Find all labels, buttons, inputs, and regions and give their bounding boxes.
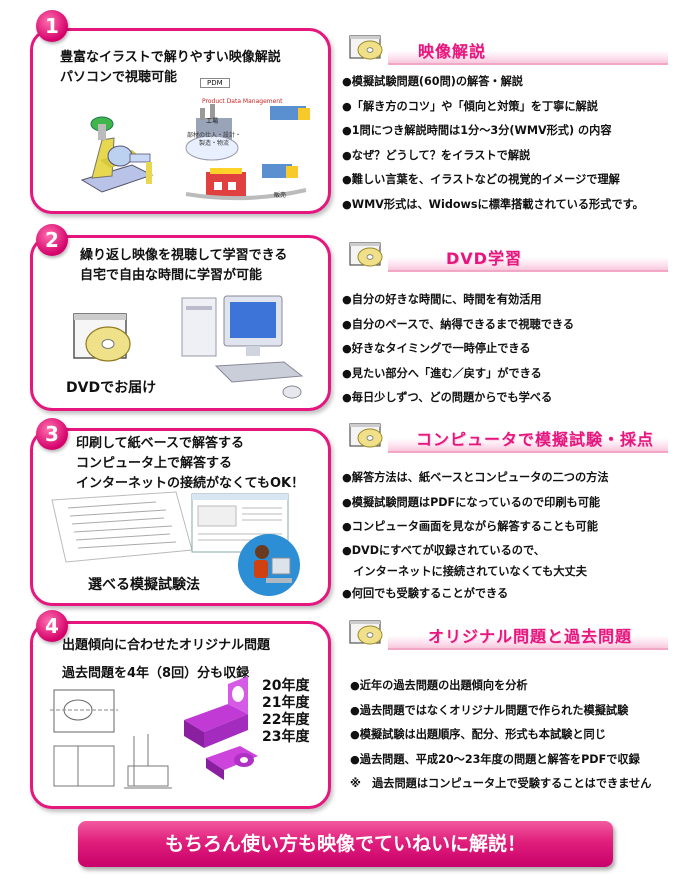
disc-icon [348, 618, 386, 648]
feature-line: 豊富なイラストで解りやすい映像解説 [60, 50, 281, 65]
feature-box-text: 出題傾向に合わせたオリジナル問題 過去問題を4年（8回）分も収録 [62, 632, 270, 688]
dvd-caption: DVDでお届け [66, 380, 157, 396]
feature-box-text: 印刷して紙ベースで解答する コンピュータ上で解答する インターネットの接続がなく… [76, 434, 304, 494]
feature-line: 印刷して紙ベースで解答する [76, 436, 244, 451]
bullet-item: ●何回でも受験することができる [342, 586, 509, 600]
bullet-item: ●自分の好きな時間に、時間を有効活用 [342, 293, 542, 306]
section-heading-text: DVD学習 [446, 249, 522, 268]
bullet-item: ●模擬試験問題(60問)の解答・解説 [342, 75, 523, 88]
feature-box-text: 豊富なイラストで解りやすい映像解説 パソコンで視聴可能 [60, 48, 281, 88]
bullet-item: ●「解き方のコツ」や「傾向と対策」を丁寧に解説 [342, 99, 598, 113]
pdm-subtitle: Product Data Management [202, 98, 283, 105]
pdm-illustration: PDM Product Data Management 工場 部材の仕入・設計・… [176, 78, 316, 204]
exam-paper-illustration [51, 491, 193, 563]
section-heading-text: 映像解説 [418, 42, 487, 61]
feature-line: 繰り返し映像を視聴して学習できる [80, 248, 288, 263]
bullet-item: ●難しい言葉を、イラストなどの視覚的イメージで理解 [342, 173, 620, 187]
bullet-item: ●模擬試験は出題順序、配分、形式も本試験と同じ [350, 728, 606, 742]
year-label: 23年度 [262, 729, 310, 745]
machine-part-illustration [80, 116, 154, 193]
section-video-explanation: 1 豊富なイラストで解りやすい映像解説 パソコンで視聴可能 PDM Produc… [0, 0, 690, 215]
bullet-item: ●DVDにすべてが収録されているので、 [342, 543, 545, 557]
dvd-case-illustration [73, 313, 131, 362]
year-label: 21年度 [262, 695, 310, 711]
bullet-item: ●解答方法は、紙ベースとコンピュータの二つの方法 [342, 471, 609, 484]
section-number-badge: 1 [36, 10, 68, 42]
section-heading: DVD学習 [348, 240, 668, 272]
section-number-badge: 3 [36, 418, 68, 450]
process-label: 部材の仕入・設計・製造・物流 [186, 132, 241, 147]
feature-line: インターネットの接続がなくてもOK！ [76, 476, 305, 491]
feature-bullets: ●解答方法は、紙ベースとコンピュータの二つの方法 ●模擬試験問題はPDFになって… [342, 466, 609, 606]
bullet-item: ●自分のペースで、納得できるまで視聴できる [342, 317, 575, 331]
sales-label: 販売 [274, 192, 287, 199]
bullet-item: ●模擬試験問題はPDFになっているので印刷も可能 [342, 495, 601, 509]
section-heading-text: オリジナル問題と過去問題 [428, 627, 633, 646]
section-heading: コンピュータで模擬試験・採点 [348, 421, 668, 453]
year-label: 20年度 [262, 678, 310, 694]
section-heading: オリジナル問題と過去問題 [348, 618, 668, 650]
bullet-item: ●過去問題、平成20～23年度の問題と解答をPDFで収録 [350, 752, 640, 766]
disc-icon [348, 421, 386, 451]
past-exam-years: 20年度 21年度 22年度 23年度 [262, 678, 309, 746]
bullet-item: ※ 過去問題はコンピュータ上で受験することはできません [350, 777, 652, 791]
factory-label: 工場 [206, 118, 219, 125]
pdm-label: PDM [200, 78, 230, 88]
exam-method-caption: 選べる模擬試験法 [88, 577, 200, 593]
bullet-item: ●1問につき解説時間は1分～3分(WMV形式) の内容 [342, 124, 612, 138]
feature-line: 過去問題を4年（8回）分も収録 [62, 666, 250, 681]
disc-icon [348, 33, 386, 63]
bullet-item: ●コンピュータ画面を見ながら解答することも可能 [342, 520, 598, 534]
feature-line: コンピュータ上で解答する [76, 456, 233, 471]
bullet-item: ●好きなタイミングで一時停止できる [342, 342, 531, 356]
bullet-item: ●毎日少しずつ、どの問題からでも学べる [342, 391, 553, 405]
bullet-item: インターネットに接続されていなくても大丈夫 [342, 564, 587, 578]
section-heading: 映像解説 [348, 33, 668, 65]
feature-line: 出題傾向に合わせたオリジナル問題 [62, 638, 271, 653]
feature-bullets: ●自分の好きな時間に、時間を有効活用 ●自分のペースで、納得できるまで視聴できる… [342, 288, 574, 411]
feature-box [30, 621, 331, 809]
person-at-computer-illustration [238, 534, 300, 596]
3d-part-illustration [184, 676, 258, 780]
section-heading-text: コンピュータで模擬試験・採点 [416, 430, 655, 449]
feature-line: パソコンで視聴可能 [60, 70, 178, 85]
bullet-item: ●なぜ？どうして？をイラストで解説 [342, 148, 531, 162]
feature-bullets: ●模擬試験問題(60問)の解答・解説 ●「解き方のコツ」や「傾向と対策」を丁寧に… [342, 70, 644, 218]
feature-box-text: 繰り返し映像を視聴して学習できる 自宅で自由な時間に学習が可能 [80, 246, 287, 286]
disc-icon [348, 240, 386, 270]
bottom-banner: もちろん使い方も映像でていねいに解説！ [78, 821, 613, 867]
feature-box [30, 28, 331, 214]
exam-screen-illustration [191, 493, 289, 553]
section-number-badge: 4 [36, 610, 68, 642]
bullet-item: ●近年の過去問題の出題傾向を分析 [350, 679, 528, 692]
section-number-badge: 2 [36, 224, 68, 256]
technical-drawing-illustration [50, 689, 172, 789]
bullet-item: ●過去問題ではなくオリジナル問題で作られた模擬試験 [350, 703, 629, 717]
feature-bullets: ●近年の過去問題の出題傾向を分析 ●過去問題ではなくオリジナル問題で作られた模擬… [350, 674, 651, 797]
bullet-item: ●WMV形式は、Widowsに標準搭載されている形式です。 [342, 197, 644, 211]
year-label: 22年度 [262, 712, 310, 728]
feature-line: 自宅で自由な時間に学習が可能 [80, 268, 263, 283]
bullet-item: ●見たい部分へ「進む／戻す」ができる [342, 366, 542, 380]
computer-illustration [181, 295, 304, 399]
